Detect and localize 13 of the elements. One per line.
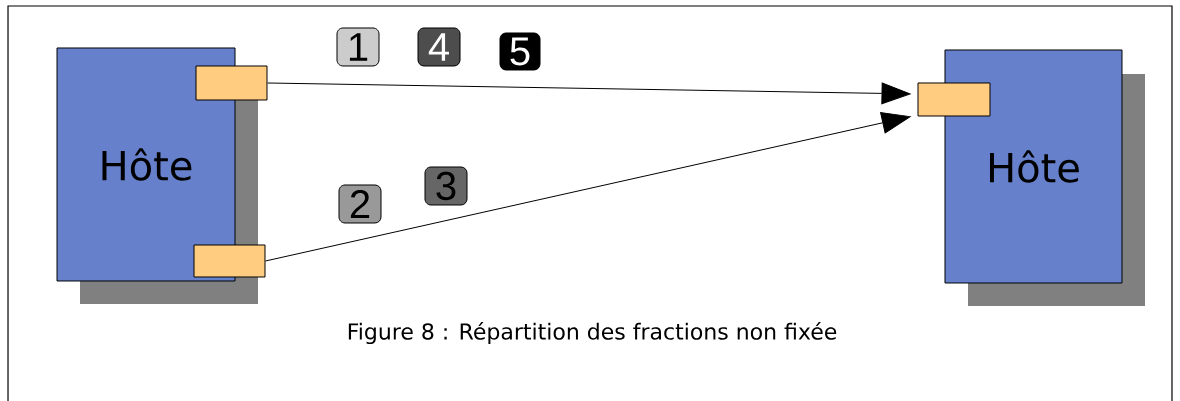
- host-box: Hôte: [944, 49, 1145, 306]
- port-box: [917, 82, 991, 117]
- arrow: [265, 112, 911, 262]
- number-badge: 3: [424, 166, 468, 206]
- figure-caption: Figure 8 : Répartition des fractions non fixée: [348, 321, 837, 345]
- host-box: Hôte: [56, 47, 258, 304]
- number-badge: 4: [417, 27, 461, 67]
- port-box: [195, 65, 268, 101]
- number-badge: 1: [336, 27, 380, 67]
- port-box: [193, 244, 266, 278]
- number-badge: 2: [338, 184, 382, 224]
- arrow: [267, 82, 911, 105]
- number-badge: 5: [499, 32, 541, 71]
